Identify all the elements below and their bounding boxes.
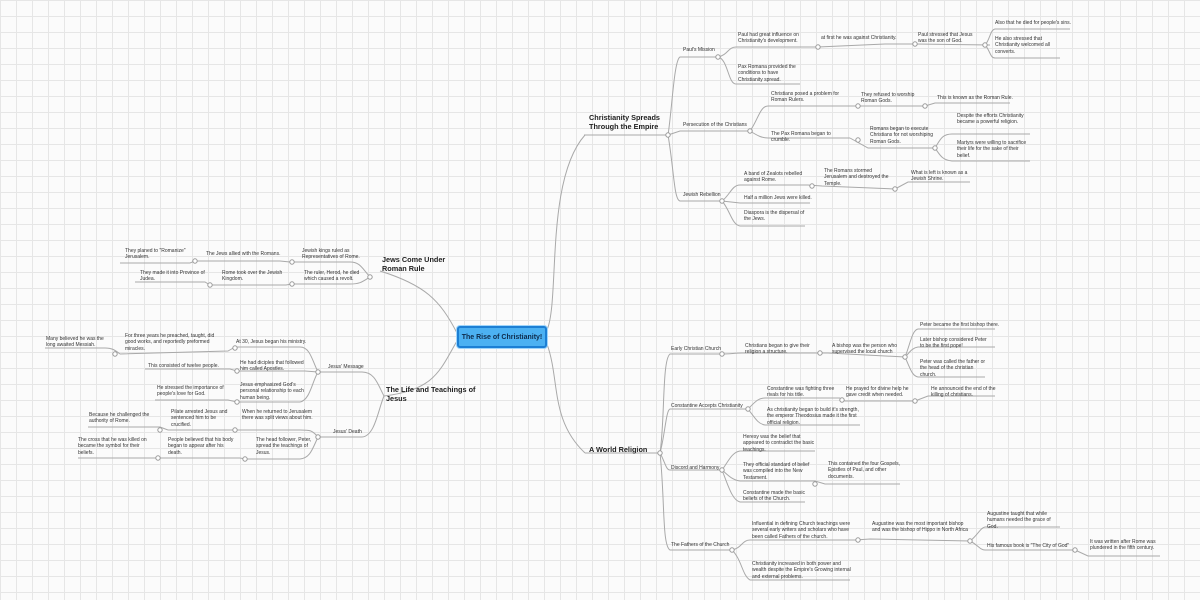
subtopic-fathers-church[interactable]: The Fathers of the Church (671, 542, 730, 548)
subtopic-against-christianity[interactable]: at first he was against Christianity. (821, 35, 897, 41)
subtopic-powerful-religion[interactable]: Despite the efforts Christianity became … (957, 113, 1024, 126)
subtopic-pax-conditions[interactable]: Pax Romana provided the conditions to ha… (738, 64, 796, 83)
subtopic-constantine-accepts[interactable]: Constantine Accepts Christianity (671, 403, 743, 409)
subtopic-jesus-death[interactable]: Jesus' Death (333, 429, 362, 435)
subtopic-basic-beliefs[interactable]: Constantine made the basic beliefs of th… (743, 490, 805, 503)
subtopic-died-for-sins[interactable]: Also that he died for people's sins. (995, 20, 1072, 26)
subtopic-peter-first[interactable]: Peter became the first bishop there. (920, 322, 1000, 328)
subtopic-execute[interactable]: Romans began to execute Christians for n… (870, 126, 934, 145)
subtopic-father-head[interactable]: Peter was called the father or the head … (920, 359, 986, 378)
main-topic-jews-roman-rule[interactable]: Jews Come Under Roman Rule (382, 255, 446, 274)
subtopic-relationship[interactable]: Jesus emphasized God's personal relation… (240, 382, 304, 401)
subtopic-son-of-god[interactable]: Paul stressed that Jesus was the son of … (918, 32, 973, 45)
central-topic[interactable]: The Rise of Christianity! (457, 326, 547, 348)
subtopic-announced-end[interactable]: He announced the end of the killing of c… (931, 386, 996, 399)
subtopic-welcomed-converts[interactable]: He also stressed that Christianity welco… (995, 36, 1051, 55)
subtopic-pauls-mission[interactable]: Paul's Mission (683, 47, 715, 53)
subtopic-twelve[interactable]: This consisted of twelve people. (148, 363, 219, 369)
main-topic-christianity-spreads[interactable]: Christianity Spreads Through the Empire (589, 113, 660, 132)
subtopic-refused-worship[interactable]: They refused to worship Roman Gods. (861, 92, 915, 105)
subtopic-posed-problem[interactable]: Christians posed a problem for Roman Rul… (771, 91, 840, 104)
subtopic-bishop-supervised[interactable]: A bishop was the person who supervised t… (832, 343, 898, 356)
subtopic-diaspora[interactable]: Diaspora is the dispersal of the Jews. (744, 210, 805, 223)
subtopic-rome-plundered[interactable]: It was written after Rome was plundered … (1090, 539, 1156, 552)
subtopic-disciples[interactable]: He had diciples that followed him called… (240, 360, 304, 373)
subtopic-rome-took-over[interactable]: Rome took over the Jewish Kingdom. (222, 270, 283, 283)
subtopic-split-views[interactable]: When he returned to Jerusalem there was … (242, 409, 313, 422)
subtopic-romanize[interactable]: They planed to "Romanize" Jerusalem. (125, 248, 186, 261)
subtopic-three-years[interactable]: For three years he preached, taught, did… (125, 333, 215, 352)
subtopic-age-thirty[interactable]: At 30, Jesus began his ministry. (236, 339, 307, 345)
subtopic-body-appear[interactable]: People believed that his body began to a… (168, 437, 234, 456)
subtopic-persecution[interactable]: Persecution of the Christians (683, 122, 747, 128)
subtopic-half-million[interactable]: Half a million Jews were killed. (744, 195, 812, 201)
subtopic-city-of-god[interactable]: His famous book is "The City of God" (987, 543, 1070, 549)
subtopic-martyrs[interactable]: Martyrs were willing to sacrifice their … (957, 140, 1027, 159)
subtopic-influential-writers[interactable]: Influential in defining Church teachings… (752, 521, 851, 540)
subtopic-pilate[interactable]: Pilate arrested Jesus and sentenced him … (171, 409, 228, 428)
subtopic-cross-symbol[interactable]: The cross that he was killed on became t… (78, 437, 147, 456)
subtopic-stormed-jerusalem[interactable]: The Romans stormed Jerusalem and destroy… (824, 168, 889, 187)
main-topic-life-teachings[interactable]: The Life and Teachings of Jesus (386, 385, 476, 404)
subtopic-increased-power[interactable]: Christianity increased in both power and… (752, 561, 851, 580)
subtopic-augustine-taught[interactable]: Augustine taught that while humans neede… (987, 511, 1051, 530)
subtopic-jewish-kings[interactable]: Jewish kings ruled as Representatives of… (302, 248, 360, 261)
subtopic-zealots[interactable]: A band of Zealots rebelled against Rome. (744, 171, 803, 184)
subtopic-structure[interactable]: Christians began to give their religion … (745, 343, 810, 356)
subtopic-new-testament[interactable]: They official standard of belief was com… (743, 462, 810, 481)
subtopic-early-church[interactable]: Early Christian Church (671, 346, 722, 352)
subtopic-jewish-shrine[interactable]: What is left is known as a Jewish Shrine… (911, 170, 968, 183)
subtopic-jewish-rebellion[interactable]: Jewish Rebellion (683, 192, 721, 198)
subtopic-discord-harmony[interactable]: Discord and Harmony (671, 465, 720, 471)
subtopic-love-for-god[interactable]: He stressed the importance of people's l… (157, 385, 224, 398)
subtopic-prayed[interactable]: He prayed for divine help he gave credit… (846, 386, 909, 399)
subtopic-heresy[interactable]: Heresy was the belief that appeared to c… (743, 434, 815, 453)
subtopic-paul-influence[interactable]: Paul had great influence on Christianity… (738, 32, 799, 45)
subtopic-theodosius[interactable]: As christianity began to build it's stre… (767, 407, 859, 426)
subtopic-four-gospels[interactable]: This contained the four Gospels, Epistle… (828, 461, 900, 480)
subtopic-jews-allied[interactable]: The Jews allied with the Romans. (206, 251, 281, 257)
subtopic-peter-spread[interactable]: The head follower, Peter, spread the tea… (256, 437, 312, 456)
main-topic-world-religion[interactable]: A World Religion (589, 445, 648, 454)
subtopic-messiah[interactable]: Many believed he was the long awaited Me… (46, 336, 104, 349)
subtopic-pax-crumble[interactable]: The Pax Romana began to crumble. (771, 131, 831, 144)
subtopic-jesus-message[interactable]: Jesus' Message (328, 364, 364, 370)
subtopic-later-bishop[interactable]: Later bishop considered Peter to be the … (920, 337, 987, 350)
subtopic-herod-revolt[interactable]: The ruler, Herod, he died which caused a… (304, 270, 360, 283)
subtopic-augustine-bishop[interactable]: Augustine was the most important bishop … (872, 521, 968, 534)
subtopic-province-judea[interactable]: They made it into Province of Judea. (140, 270, 205, 283)
subtopic-challenged-rome[interactable]: Because he challenged the authority of R… (89, 412, 150, 425)
subtopic-roman-rule[interactable]: This is known as the Roman Rule. (937, 95, 1013, 101)
subtopic-three-rivals[interactable]: Constantine was fighting three rivals fo… (767, 386, 835, 399)
